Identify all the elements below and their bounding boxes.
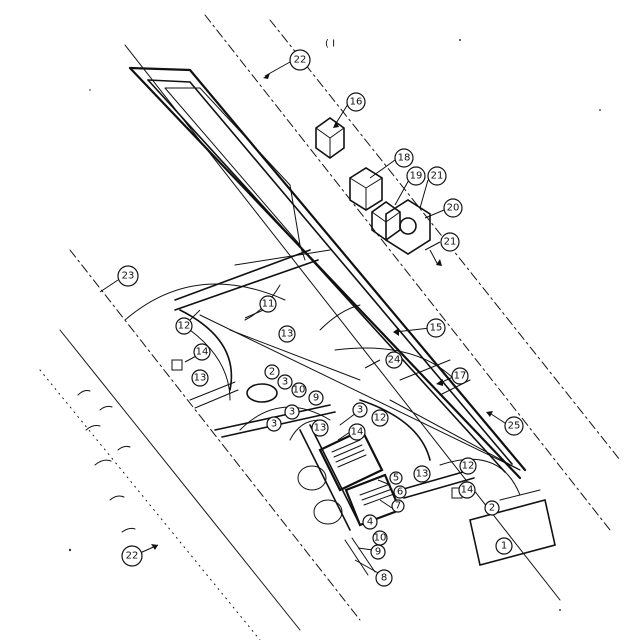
label-24: 24: [386, 352, 402, 368]
corner-mark: ( I: [325, 39, 335, 50]
label-22-top: 22: [290, 50, 310, 70]
svg-text:2: 2: [489, 503, 495, 514]
label-4: 4: [363, 515, 377, 529]
label-9: 9: [309, 391, 323, 405]
svg-text:13: 13: [314, 423, 327, 434]
label-17: 17: [452, 368, 468, 384]
svg-text:22: 22: [294, 55, 307, 66]
label-20: 20: [444, 199, 462, 217]
svg-text:3: 3: [271, 419, 277, 430]
svg-text:10: 10: [374, 533, 387, 544]
label-19: 19: [407, 167, 425, 185]
label-5: 5: [390, 472, 402, 484]
label-16: 16: [347, 93, 365, 111]
svg-text:8: 8: [381, 573, 387, 584]
svg-text:20: 20: [447, 203, 460, 214]
label-3-b: 3: [285, 405, 299, 419]
svg-text:25: 25: [508, 421, 521, 432]
box-20: [386, 200, 430, 254]
svg-text:19: 19: [410, 171, 423, 182]
leader-lines: [100, 62, 508, 574]
label-3-a: 3: [278, 375, 292, 389]
ground-hatching: [78, 391, 135, 533]
svg-text:7: 7: [395, 501, 401, 512]
svg-text:22: 22: [126, 551, 139, 562]
label-21-upper: 21: [428, 167, 446, 185]
svg-text:21: 21: [431, 171, 444, 182]
svg-text:13: 13: [194, 373, 207, 384]
label-13-center: 13: [312, 420, 328, 436]
label-1: 1: [496, 538, 512, 554]
svg-text:23: 23: [122, 271, 135, 282]
svg-text:9: 9: [375, 547, 381, 558]
label-8: 8: [376, 570, 392, 586]
svg-text:11: 11: [262, 299, 275, 310]
label-7: 7: [392, 500, 404, 512]
svg-text:2: 2: [269, 367, 275, 378]
label-23-left: 23: [118, 266, 138, 286]
label-13-right: 13: [414, 466, 430, 482]
svg-text:13: 13: [281, 329, 294, 340]
label-13-left: 13: [192, 370, 208, 386]
label-9-low: 9: [371, 545, 385, 559]
svg-text:16: 16: [350, 97, 363, 108]
svg-text:12: 12: [178, 321, 191, 332]
label-3-c: 3: [267, 417, 281, 431]
label-12-mid: 12: [372, 410, 388, 426]
svg-text:24: 24: [388, 355, 401, 366]
label-21-lower: 21: [441, 233, 459, 251]
svg-text:5: 5: [393, 473, 399, 484]
label-13-mid: 13: [279, 326, 295, 342]
svg-text:17: 17: [454, 371, 467, 382]
svg-text:6: 6: [397, 487, 403, 498]
reference-labels: 22 16 18 19 21 20 21 23 12 11 13 15 14 1…: [118, 50, 523, 586]
label-18: 18: [395, 149, 413, 167]
grille-bottom: [360, 484, 394, 505]
svg-text:12: 12: [374, 413, 387, 424]
triangle-frame: [130, 68, 525, 478]
box-18: [350, 168, 382, 210]
label-2: 2: [265, 365, 279, 379]
svg-text:21: 21: [444, 237, 457, 248]
boundary-lines: [40, 15, 620, 640]
label-14-right: 14: [459, 482, 475, 498]
svg-text:12: 12: [462, 461, 475, 472]
box-16: [316, 118, 344, 158]
equipment-boxes: [316, 118, 430, 254]
svg-text:3: 3: [289, 407, 295, 418]
svg-text:14: 14: [461, 485, 474, 496]
svg-text:9: 9: [313, 393, 319, 404]
svg-text:3: 3: [282, 377, 288, 388]
grille-top: [332, 440, 366, 467]
svg-text:14: 14: [196, 347, 209, 358]
label-14-center: 14: [349, 424, 365, 440]
svg-text:18: 18: [398, 153, 411, 164]
svg-text:1: 1: [501, 541, 507, 552]
label-3-d: 3: [353, 403, 367, 417]
svg-text:3: 3: [357, 405, 363, 416]
svg-text:4: 4: [367, 517, 373, 528]
svg-text:13: 13: [416, 469, 429, 480]
label-2-right: 2: [485, 501, 499, 515]
label-22-bottom: 22: [122, 546, 142, 566]
label-11: 11: [260, 296, 276, 312]
svg-text:14: 14: [351, 427, 364, 438]
label-10: 10: [292, 383, 306, 397]
label-12-right: 12: [460, 458, 476, 474]
label-6: 6: [394, 486, 406, 498]
svg-text:15: 15: [430, 323, 443, 334]
label-12-left: 12: [176, 318, 192, 334]
label-15: 15: [427, 319, 445, 337]
label-14-left: 14: [194, 344, 210, 360]
label-25: 25: [505, 417, 523, 435]
svg-text:10: 10: [293, 385, 306, 396]
label-10-low: 10: [373, 531, 387, 545]
